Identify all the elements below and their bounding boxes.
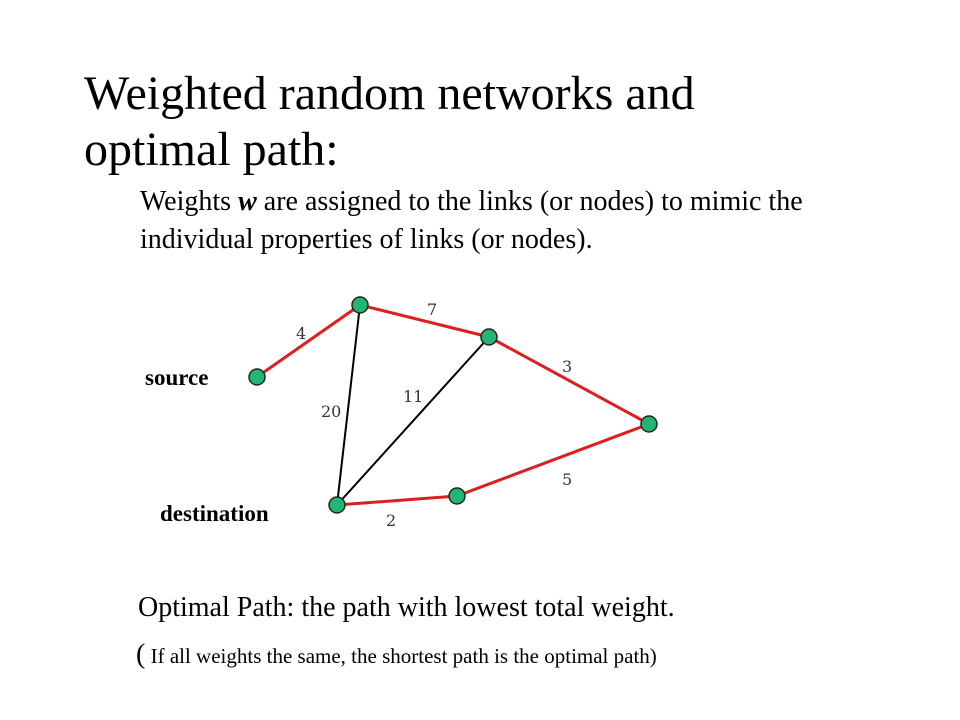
weight-label-upper-right-destination: 11 bbox=[403, 387, 423, 406]
weight-label-upper-right-far-right: 3 bbox=[562, 357, 572, 376]
weight-label-bottom-middle-destination: 2 bbox=[386, 511, 396, 530]
weight-symbol: w bbox=[238, 186, 257, 217]
node-bottom-middle bbox=[448, 487, 466, 505]
slide-title: Weighted random networks and optimal pat… bbox=[84, 67, 695, 176]
optimal-path-definition: Optimal Path: the path with lowest total… bbox=[138, 592, 675, 623]
edges-layer bbox=[255, 303, 651, 507]
node-upper-right bbox=[480, 328, 498, 346]
destination-label: destination bbox=[160, 501, 269, 526]
intro-after: are assigned to the links (or nodes) to … bbox=[140, 186, 803, 255]
node-far-right bbox=[640, 415, 658, 433]
node-source bbox=[248, 368, 266, 386]
intro-text: Weights w are assigned to the links (or … bbox=[140, 183, 900, 259]
intro-before: Weights bbox=[140, 186, 239, 217]
edge-top-destination bbox=[336, 304, 361, 506]
edge-upper-right-far-right bbox=[487, 335, 651, 426]
edge-source-top bbox=[255, 303, 362, 379]
edge-bottom-middle-destination bbox=[335, 494, 459, 507]
edge-top-upper-right bbox=[358, 303, 491, 339]
weight-label-top-destination: 20 bbox=[321, 402, 341, 421]
edge-weights: 4 7 3 5 2 20 11 bbox=[296, 300, 572, 530]
note-text: If all weights the same, the shortest pa… bbox=[145, 644, 657, 668]
edge-far-right-bottom-middle bbox=[455, 422, 651, 498]
nodes-layer bbox=[248, 296, 658, 514]
edge-upper-right-destination bbox=[336, 336, 490, 506]
node-destination bbox=[328, 496, 346, 514]
note-open-paren: ( bbox=[136, 639, 146, 670]
weight-label-far-right-bottom-middle: 5 bbox=[562, 470, 572, 489]
weight-label-top-upper-right: 7 bbox=[427, 300, 437, 319]
equal-weights-note: ( If all weights the same, the shortest … bbox=[136, 640, 657, 671]
node-top bbox=[351, 296, 369, 314]
source-label: source bbox=[145, 365, 208, 390]
weight-label-source-top: 4 bbox=[296, 324, 306, 343]
